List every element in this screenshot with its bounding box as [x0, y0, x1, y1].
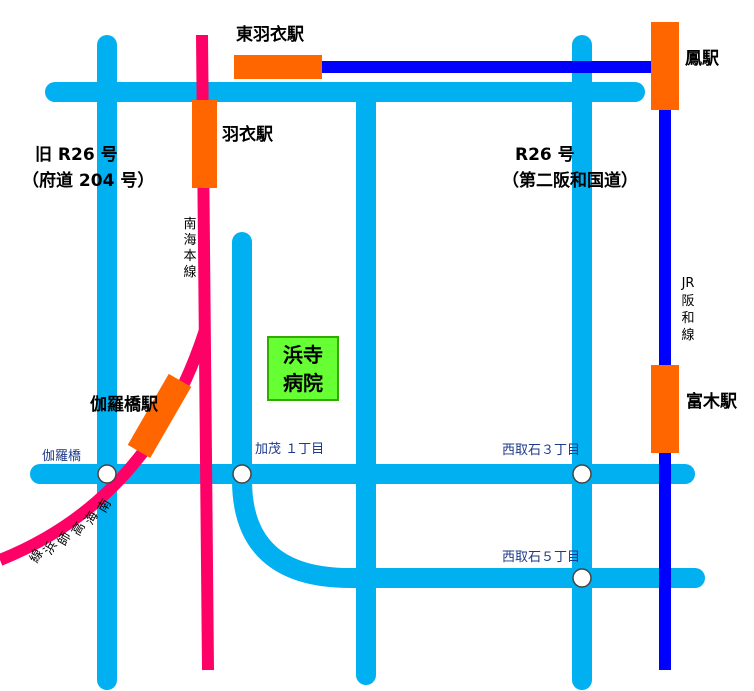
nankai-main-char-1: 海: [183, 233, 196, 248]
label-tomiki: 富木駅: [686, 391, 738, 412]
intersections: [97, 464, 592, 588]
nankai-main-char-3: 線: [183, 264, 196, 280]
station-ootori: [651, 22, 679, 110]
label-hagoromo: 羽衣駅: [222, 124, 274, 145]
nankai-takashi-char-4: 浜: [41, 539, 60, 558]
stations: [127, 22, 679, 458]
jr-hanwa-char-0: JR: [681, 276, 695, 291]
label-nankai-takashinohama-line: 南 海 高 師 浜 線: [26, 496, 114, 565]
label-inter-kaori-bashi: 伽羅橋: [42, 449, 81, 464]
intersection-nishi-toriishi-3: [572, 464, 592, 484]
nankai-main-char-2: 本: [183, 249, 196, 264]
label-inter-nishi-toriishi-3: 西取石３丁目: [502, 443, 580, 458]
jr-hanwa-char-1: 阪: [681, 294, 694, 309]
label-inter-kamo-1: 加茂 １丁目: [255, 442, 324, 457]
label-inter-nishi-toriishi-5: 西取石５丁目: [502, 550, 580, 565]
station-higashi-hagoromo: [234, 55, 322, 79]
label-r26-sub: （第二阪和国道）: [502, 170, 638, 191]
jr-hanwa-char-3: 線: [681, 327, 694, 343]
hospital-marker: 浜寺 病院: [267, 336, 339, 401]
label-higashi-hagoromo: 東羽衣駅: [236, 24, 305, 45]
label-kaori-bashi: 伽羅橋駅: [90, 394, 159, 415]
nankai-takashinohama-line: [0, 328, 211, 566]
label-jr-hanwa-line: JR 阪 和 線: [681, 276, 695, 343]
nankai-takashi-char-1: 海: [82, 509, 101, 528]
label-nankai-main-line: 南 海 本 線: [183, 216, 196, 280]
station-tomiki: [651, 365, 679, 453]
label-r26: R26 号: [515, 145, 575, 165]
nankai-main-char-0: 南: [183, 216, 196, 232]
intersection-kamo-1: [232, 464, 252, 484]
station-kaori-bashi: [127, 373, 192, 458]
hospital-box: [267, 336, 339, 401]
hospital-name-line2: 病院: [283, 371, 323, 395]
jr-hanwa-char-2: 和: [681, 311, 694, 326]
road-kamo-curve: [232, 232, 360, 588]
roads: [30, 35, 705, 690]
label-old-r26: 旧 R26 号: [35, 145, 118, 165]
hospital-name-line1: 浜寺: [283, 343, 323, 367]
label-ootori: 鳳駅: [685, 49, 720, 69]
nankai-takashi-char-3: 師: [55, 530, 74, 549]
intersection-kaori-bashi: [97, 464, 117, 484]
station-hagoromo: [192, 100, 217, 188]
intersection-nishi-toriishi-5: [572, 568, 592, 588]
label-old-r26-sub: （府道 204 号）: [22, 170, 154, 191]
